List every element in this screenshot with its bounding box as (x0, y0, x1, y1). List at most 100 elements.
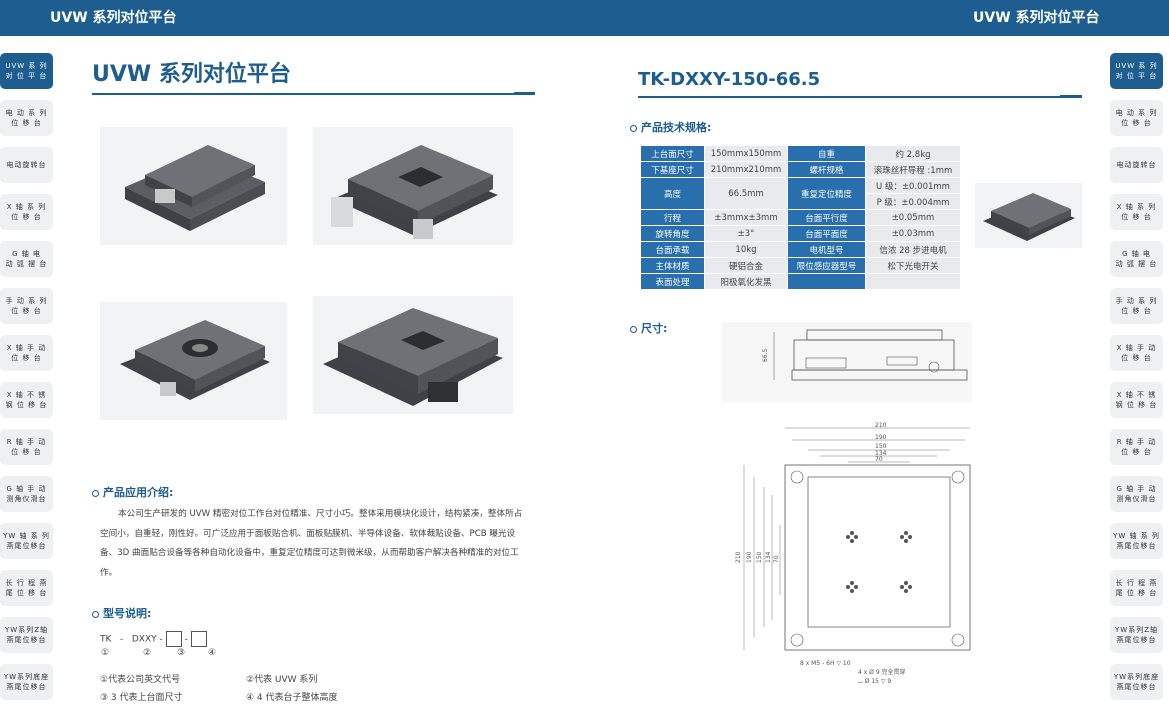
sidebar-item[interactable]: UVW 系 列 对 位 平 台 (0, 53, 53, 89)
spec-value: 松下光电开关 (865, 257, 961, 274)
spec-value: U 级：±0.001mm (865, 177, 961, 194)
table-row: 主体材质 硬铝合金 限位感应器型号 松下光电开关 (640, 257, 961, 274)
dim-heading-text: 尺寸: (641, 322, 668, 335)
spec-value: 信浓 28 步进电机 (865, 241, 961, 258)
spec-label: 主体材质 (640, 257, 705, 274)
dim-70-side: 70 (773, 555, 780, 563)
spec-value: ±0.03mm (865, 225, 961, 242)
sidebar-item[interactable]: 长 行 程 燕 尾 位 移 台 (1110, 570, 1163, 606)
spec-heading-text: 产品技术规格: (641, 121, 712, 134)
model-num-4: ④ (208, 648, 217, 658)
model-numbers: ① ② ③ ④ (101, 648, 216, 658)
spec-value: 66.5mm (704, 177, 788, 210)
sidebar-item[interactable]: 电 动 系 列 位 移 台 (0, 100, 53, 136)
spec-heading: 产品技术规格: (630, 119, 711, 135)
drawing-note-3: ⌴ Ø 15 ▽ 9 (858, 678, 891, 685)
height-dim-label: 66.5 (762, 348, 769, 362)
sidebar-item[interactable]: YW 轴 系 列 燕尾位移台 (0, 523, 53, 559)
title-rule-accent-right (1060, 95, 1082, 98)
top-view-drawing: 210 190 150 134 70 210 190 150 134 70 8 … (730, 415, 975, 685)
sidebar-item[interactable]: G 轴 手 动 测角仪滑台 (0, 476, 53, 512)
sidebar-item[interactable]: R 轴 手 动 位 移 台 (0, 429, 53, 465)
sidebar-item[interactable]: 电动旋转台 (0, 147, 53, 183)
product-image-4 (313, 296, 513, 414)
sidebar-item[interactable]: 手 动 系 列 位 移 台 (1110, 288, 1163, 324)
sidebar-item[interactable]: X 轴 不 锈 钢 位 移 台 (0, 382, 53, 418)
model-num-2: ② (143, 648, 152, 658)
page-title-left: UVW 系列对位平台 (92, 62, 291, 87)
header-left-title: UVW 系列对位平台 (50, 10, 177, 26)
sidebar-item[interactable]: G 轴 电 动 弧 摆 台 (1110, 241, 1163, 277)
spec-value: 10kg (704, 241, 788, 258)
model-part-dxxy: DXXY (131, 634, 157, 645)
side-view-drawing: 66.5 (722, 322, 972, 402)
bullet-icon (630, 325, 637, 333)
title-rule-left (92, 93, 535, 95)
spec-label: 高度 (640, 177, 705, 210)
spec-label: 下基座尺寸 (640, 161, 705, 178)
product-thumbnail (975, 183, 1082, 248)
spec-value: ±3° (704, 225, 788, 242)
sidebar-item[interactable]: YW 轴 系 列 燕尾位移台 (1110, 523, 1163, 559)
dim-150-top: 150 (875, 443, 887, 450)
product-image-1 (100, 127, 287, 245)
product-image-2 (313, 127, 513, 245)
dim-210-side: 210 (735, 551, 742, 563)
dim-190-top: 190 (875, 434, 887, 441)
spec-label: 螺杆规格 (787, 161, 866, 178)
sidebar-item[interactable]: G 轴 手 动 测角仪滑台 (1110, 476, 1163, 512)
spec-value: ±0.05mm (865, 209, 961, 226)
sidebar-item[interactable]: YW系列Z轴 燕尾位移台 (1110, 617, 1163, 653)
bullet-icon (92, 489, 99, 497)
spec-label: 限位感应器型号 (787, 257, 866, 274)
sidebar-item[interactable]: X 轴 系 列 位 移 台 (1110, 194, 1163, 230)
model-code: TK - DXXY - - (100, 631, 207, 647)
table-row: 上台面尺寸 150mmx150mm 自重 约 2.8kg (640, 145, 961, 162)
model-dash: - (184, 634, 188, 645)
page-title-right: TK-DXXY-150-66.5 (638, 69, 821, 90)
sidebar-item[interactable]: 电动旋转台 (1110, 147, 1163, 183)
legend-item-2: ②代表 UVW 系列 (246, 675, 318, 685)
legend-item-1: ①代表公司英文代号 (100, 675, 181, 685)
sidebar-item[interactable]: X 轴 不 锈 钢 位 移 台 (1110, 382, 1163, 418)
header-right-title: UVW 系列对位平台 (973, 10, 1100, 26)
sidebar-item[interactable]: UVW 系 列 对 位 平 台 (1110, 53, 1163, 89)
header-bar: UVW 系列对位平台 UVW 系列对位平台 (0, 0, 1169, 36)
dim-150-side: 150 (756, 551, 763, 563)
model-part-tk: TK (100, 634, 112, 645)
table-row: 台面承载 10kg 电机型号 信浓 28 步进电机 (640, 241, 961, 258)
sidebar-item[interactable]: X 轴 系 列 位 移 台 (0, 194, 53, 230)
model-box-3 (165, 631, 182, 647)
table-row: 行程 ±3mmx±3mm 台面平行度 ±0.05mm (640, 209, 961, 226)
drawing-note-2: 4 x Ø 9 完全贯穿 (858, 668, 906, 676)
intro-heading: 产品应用介绍: (92, 484, 173, 500)
table-row: 高度 66.5mm 重复定位精度 U 级：±0.001mm (640, 177, 961, 210)
bullet-icon (630, 124, 637, 132)
spec-value: 滚珠丝杆导程 :1mm (865, 161, 961, 178)
spec-label: 重复定位精度 (787, 177, 866, 210)
spec-label (787, 273, 866, 290)
spec-label: 上台面尺寸 (640, 145, 705, 162)
spec-table: 上台面尺寸 150mmx150mm 自重 约 2.8kg 下基座尺寸 210mm… (640, 145, 961, 290)
table-row: 旋转角度 ±3° 台面平面度 ±0.03mm (640, 225, 961, 242)
model-num-3: ③ (177, 648, 186, 658)
spec-value: 150mmx150mm (704, 145, 788, 162)
bullet-icon (92, 610, 99, 618)
sidebar-item[interactable]: 手 动 系 列 位 移 台 (0, 288, 53, 324)
model-box-4 (190, 631, 207, 647)
sidebar-item[interactable]: YW系列Z轴 燕尾位移台 (0, 617, 53, 653)
sidebar-item[interactable]: X 轴 手 动 位 移 台 (0, 335, 53, 371)
title-rule-accent-left (514, 92, 535, 95)
sidebar-item[interactable]: YW系列底座 燕尾位移台 (1110, 664, 1163, 700)
spec-label: 电机型号 (787, 241, 866, 258)
sidebar-item[interactable]: G 轴 电 动 弧 摆 台 (0, 241, 53, 277)
title-rule-right (638, 96, 1082, 98)
dim-134-top: 134 (875, 450, 887, 457)
intro-heading-text: 产品应用介绍: (103, 486, 174, 499)
sidebar-item[interactable]: 电 动 系 列 位 移 台 (1110, 100, 1163, 136)
sidebar-item[interactable]: 长 行 程 燕 尾 位 移 台 (0, 570, 53, 606)
spec-value: 硬铝合金 (704, 257, 788, 274)
sidebar-item[interactable]: X 轴 手 动 位 移 台 (1110, 335, 1163, 371)
sidebar-item[interactable]: YW系列底座 燕尾位移台 (0, 664, 53, 700)
sidebar-item[interactable]: R 轴 手 动 位 移 台 (1110, 429, 1163, 465)
